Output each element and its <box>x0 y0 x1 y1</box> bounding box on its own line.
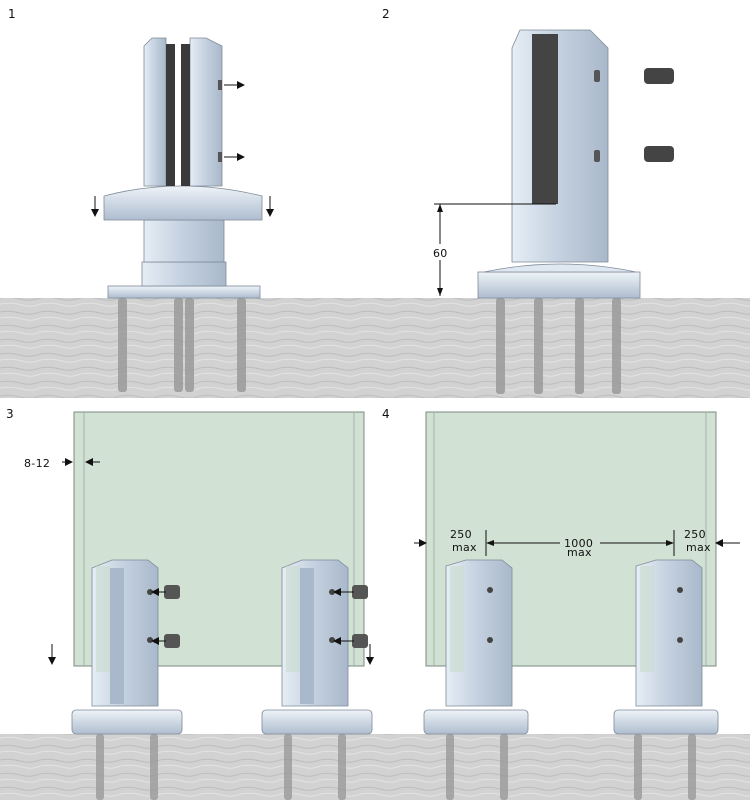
glass-slot <box>532 34 558 204</box>
grub-screw-3 <box>352 585 368 599</box>
screw-hole-1 <box>594 70 600 82</box>
spigot-body <box>511 29 609 263</box>
step-number-3: 3 <box>6 407 14 421</box>
ground-2 <box>375 298 750 398</box>
panel-1: 1 <box>0 7 375 398</box>
grub-screw-2 <box>164 634 180 648</box>
screw-hole-1 <box>218 80 222 90</box>
panel-4: 4 <box>375 407 750 800</box>
panel-2: 2 60 <box>375 7 750 398</box>
step-number-2: 2 <box>382 7 390 21</box>
base-cover <box>483 263 637 273</box>
dimension-left-unit: max <box>452 541 477 554</box>
dimension-spacing-unit: max <box>567 546 592 559</box>
cover-flange <box>103 185 263 221</box>
dimension-60: 60 <box>433 247 448 260</box>
dimension-right-value: 250 <box>684 528 706 541</box>
dimension-right-unit: max <box>686 541 711 554</box>
spigot-left <box>71 559 183 735</box>
screw-hole-2 <box>594 150 600 162</box>
anchor-bolts <box>446 734 696 800</box>
spigot-body-lower <box>143 219 225 263</box>
rubber-gasket-right <box>181 44 190 186</box>
step-number-1: 1 <box>8 7 16 21</box>
spigot-right <box>261 559 373 735</box>
grub-screw-4 <box>352 634 368 648</box>
screw-hole-2 <box>218 152 222 162</box>
anchor-bolts <box>96 734 346 800</box>
step-number-4: 4 <box>382 407 390 421</box>
rubber-gasket-left <box>166 44 175 186</box>
spigot-right <box>613 559 719 735</box>
panel-3: 3 <box>0 407 375 800</box>
grub-screw-1 <box>644 68 674 84</box>
grub-screw-1 <box>164 585 180 599</box>
dimension-arrow-up <box>437 204 443 212</box>
anchor-bolts <box>118 298 246 392</box>
ground-4 <box>375 734 750 800</box>
spigot-left <box>423 559 529 735</box>
base-plate <box>107 285 261 299</box>
base-plate <box>477 271 641 299</box>
dimension-8-12: 8-12 <box>24 457 50 470</box>
clamp-upright-right <box>189 37 223 187</box>
base-ring <box>141 261 227 287</box>
ground-3 <box>0 734 375 800</box>
dimension-spacing-value: 1000 <box>564 537 593 550</box>
clamp-upright-left <box>143 37 167 187</box>
dimension-left-value: 250 <box>450 528 472 541</box>
dimension-arrow-down <box>437 288 443 296</box>
anchor-bolts <box>496 298 621 394</box>
grub-screw-2 <box>644 146 674 162</box>
